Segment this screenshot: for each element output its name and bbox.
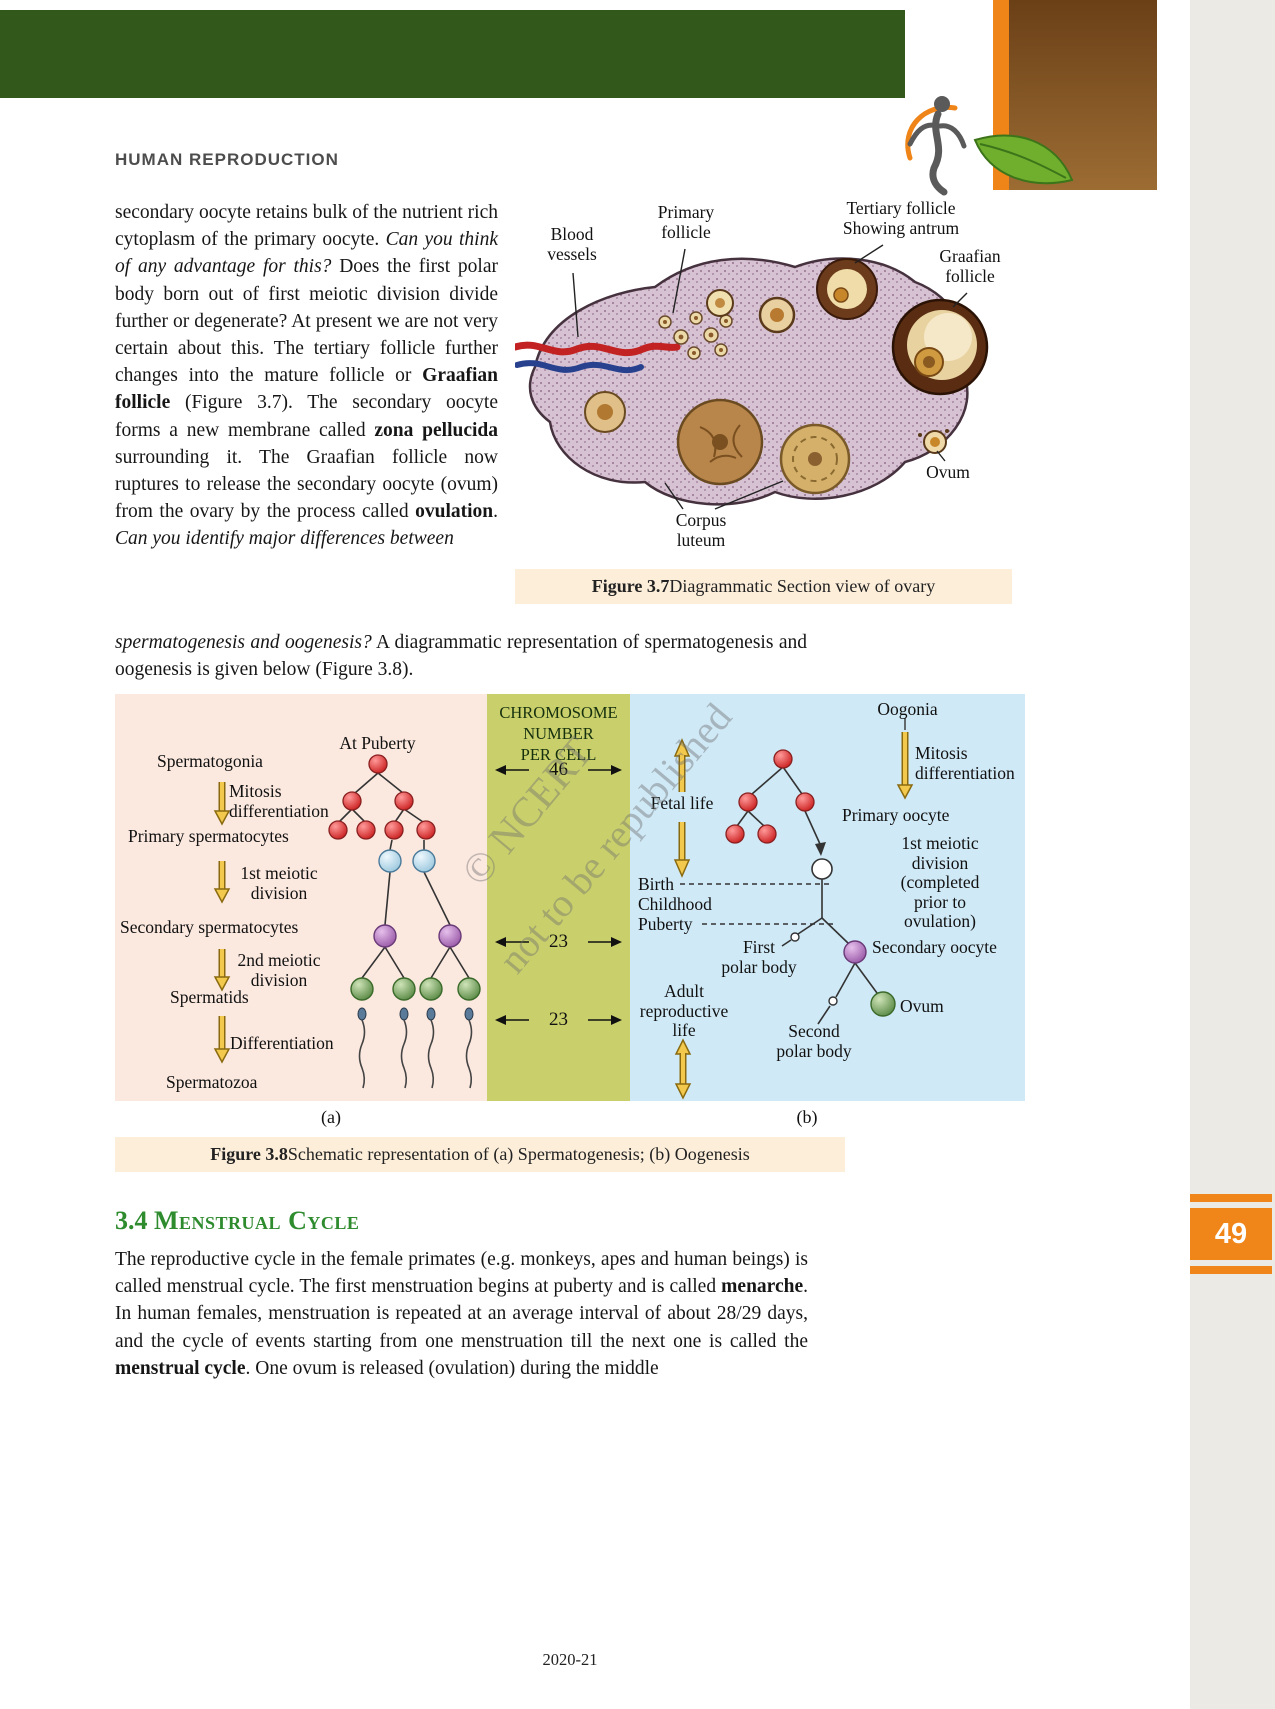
figure-3-8-caption-number: Figure 3.8 bbox=[210, 1144, 288, 1164]
oogenesis-panel: Oogonia Mitosis differentiation Primary … bbox=[630, 694, 1025, 1101]
spermatogenesis-diagram bbox=[213, 754, 481, 1089]
figure-3-7-caption: Figure 3.7 Diagrammatic Section view of … bbox=[515, 569, 1012, 604]
figure-3-7-caption-number: Figure 3.7 bbox=[591, 576, 670, 596]
right-margin-strip bbox=[1190, 0, 1275, 1709]
arrow-right-icon bbox=[588, 1015, 622, 1025]
figure-3-8-caption: Figure 3.8 Schematic representation of (… bbox=[115, 1137, 845, 1172]
figure-3-7-caption-text: Diagrammatic Section view of ovary bbox=[669, 576, 936, 596]
header-green-band bbox=[0, 10, 905, 98]
ovary-illustration bbox=[515, 244, 989, 510]
label-puberty: Puberty bbox=[638, 914, 693, 934]
label-primary-follicle: Primary follicle bbox=[657, 202, 715, 242]
stage-arrows bbox=[213, 782, 231, 1064]
label-mitosis-differentiation-b: Mitosis differentiation bbox=[915, 743, 1015, 783]
label-tertiary-follicle: Tertiary follicle Showing antrum bbox=[842, 198, 960, 238]
label-differentiation: Differentiation bbox=[230, 1033, 334, 1053]
chromosome-value: 46 bbox=[549, 759, 568, 780]
arrow-right-icon bbox=[588, 937, 622, 947]
label-second-polar-body: Second polar body bbox=[776, 1021, 852, 1061]
spermatogenesis-panel: At Puberty Spermatogonia Mitosis differe… bbox=[115, 694, 487, 1101]
label-spermatogonia: Spermatogonia bbox=[157, 751, 263, 771]
label-graafian-follicle: Graafian follicle bbox=[939, 246, 1001, 286]
label-secondary-spermatocytes: Secondary spermatocytes bbox=[120, 917, 299, 937]
arrow-right-icon bbox=[588, 765, 622, 775]
spermatozoa-glyphs bbox=[357, 1007, 474, 1089]
label-adult-reproductive-life: Adult reproductive life bbox=[639, 981, 729, 1040]
label-spermatids: Spermatids bbox=[170, 987, 249, 1007]
figure-3-8-caption-text: Schematic representation of (a) Spermato… bbox=[287, 1144, 750, 1164]
section-title: Menstrual Cycle bbox=[154, 1206, 360, 1235]
oogenesis-diagram bbox=[673, 718, 914, 1100]
label-primary-oocyte: Primary oocyte bbox=[842, 805, 950, 825]
badge-bar-bottom bbox=[1190, 1266, 1272, 1274]
figure-3-7: Blood vessels Primary follicle Tertiary … bbox=[515, 197, 1012, 604]
label-ovum: Ovum bbox=[926, 462, 970, 482]
arrow-left-icon bbox=[495, 937, 529, 947]
label-secondary-oocyte: Secondary oocyte bbox=[872, 937, 997, 957]
bridge-paragraph: spermatogenesis and oogenesis? A diagram… bbox=[115, 632, 807, 681]
label-primary-spermatocytes: Primary spermatocytes bbox=[128, 826, 289, 846]
publisher-logo-icon bbox=[905, 96, 1074, 196]
figure-sub-label-b: (b) bbox=[796, 1107, 818, 1127]
fetal-life-arrow bbox=[673, 738, 691, 878]
chromosome-row-23a: 23 bbox=[495, 930, 622, 954]
page-number-badge: 49 bbox=[1190, 1194, 1272, 1274]
label-oogonia: Oogonia bbox=[877, 699, 938, 719]
chromosome-number-panel: CHROMOSOME NUMBER PER CELL 46 23 23 bbox=[487, 694, 630, 1101]
arrow-left-icon bbox=[495, 1015, 529, 1025]
page-number: 49 bbox=[1190, 1208, 1272, 1260]
section-number: 3.4 bbox=[115, 1206, 148, 1235]
section-heading: 3.4 Menstrual Cycle bbox=[115, 1206, 359, 1236]
label-fetal-life: Fetal life bbox=[650, 793, 714, 813]
label-spermatozoa: Spermatozoa bbox=[166, 1072, 258, 1092]
label-second-meiotic-division: 2nd meiotic division bbox=[237, 950, 321, 990]
intro-paragraph: secondary oocyte retains bulk of the nut… bbox=[115, 202, 498, 550]
chromosome-row-46: 46 bbox=[495, 758, 622, 782]
arrow-left-icon bbox=[495, 765, 529, 775]
label-ovum-b: Ovum bbox=[900, 996, 944, 1016]
footer-year: 2020-21 bbox=[542, 1650, 598, 1669]
running-head: HUMAN REPRODUCTION bbox=[115, 150, 339, 169]
label-first-polar-body: First polar body bbox=[721, 937, 797, 977]
label-first-meiotic-division-a: 1st meiotic division bbox=[240, 863, 318, 903]
label-at-puberty: At Puberty bbox=[339, 733, 416, 753]
label-corpus-luteum: Corpus luteum bbox=[675, 510, 727, 550]
label-birth: Birth bbox=[638, 874, 674, 894]
chromosome-value: 23 bbox=[549, 1009, 568, 1030]
badge-bar-top bbox=[1190, 1194, 1272, 1202]
label-mitosis-differentiation-a: Mitosis differentiation bbox=[229, 781, 329, 821]
chromosome-heading: CHROMOSOME NUMBER PER CELL bbox=[499, 703, 618, 764]
chromosome-value: 23 bbox=[549, 931, 568, 952]
label-blood-vessels: Blood vessels bbox=[547, 224, 597, 264]
label-first-meiotic-division-b: 1st meiotic division (completed prior to… bbox=[900, 833, 980, 931]
chromosome-row-23b: 23 bbox=[495, 1008, 622, 1032]
body-paragraph: The reproductive cycle in the female pri… bbox=[115, 1249, 808, 1379]
figure-sub-label-a: (a) bbox=[321, 1107, 341, 1127]
label-childhood: Childhood bbox=[638, 894, 712, 914]
figure-3-8: At Puberty Spermatogonia Mitosis differe… bbox=[115, 694, 1025, 1174]
adult-life-arrow bbox=[674, 1038, 692, 1100]
oogonia-mitosis-arrow bbox=[896, 732, 914, 800]
